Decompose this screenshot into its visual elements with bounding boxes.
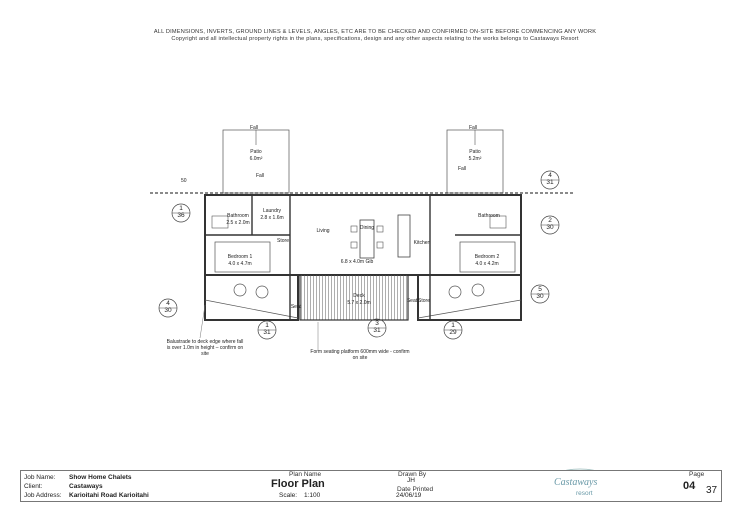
client-value: Castaways [69, 483, 103, 490]
job-address-label: Job Address: [24, 492, 62, 499]
living-label: Living [316, 228, 330, 234]
bedroom-right-lower-wall [417, 274, 522, 321]
job-name-label: Job Name: [24, 474, 56, 481]
logo-subtext: resort [576, 490, 593, 497]
page-total: 37 [706, 485, 718, 496]
balustrade-note: Balustrade to deck edge where fall is ov… [166, 339, 244, 357]
scale-label: Scale: [279, 492, 298, 499]
logo-text: Castaways [554, 477, 598, 488]
drawn-by-value: JH [407, 477, 415, 484]
fall-label-left: Fall [250, 125, 259, 131]
title-block: Job Name: Show Home Chalets Client: Cast… [20, 470, 722, 502]
dining-chair [376, 225, 384, 233]
dining-label: Dining [359, 225, 375, 231]
armchair [233, 283, 247, 297]
patio-left-name: Patio [250, 149, 262, 155]
date-value: 24/06/19 [396, 492, 422, 499]
plan-name-value: Floor Plan [271, 478, 325, 490]
store-right-label: Store [418, 298, 430, 304]
laundry-name: Laundry [262, 208, 282, 214]
patio-right-name: Patio [469, 149, 481, 155]
kitchen-label: Kitchen [413, 240, 431, 246]
date-label: Date Printed [397, 486, 434, 493]
bedroom-left-lower-wall [204, 274, 299, 321]
page-label: Page [689, 471, 705, 478]
job-name-value: Show Home Chalets [69, 474, 132, 481]
fall-diagonal-left: Fall [256, 173, 265, 179]
deck-dims: 5.7 x 2.0m [347, 300, 371, 306]
patio-left-area: 6.0m² [249, 156, 263, 162]
bedroom-right-name: Bedroom 2 [474, 254, 500, 260]
page-number: 04 [683, 480, 696, 492]
plan-name-label: Plan Name [289, 471, 322, 478]
armchair [471, 283, 485, 297]
bathroom-left-dims: 2.5 x 2.0m [226, 220, 250, 226]
great-room-dims: 6.8 x 4.0m Gib [340, 259, 374, 265]
dimension-50: 50 [181, 178, 187, 184]
bedroom-left-dims: 4.0 x 4.7m [228, 261, 252, 267]
dining-table [359, 219, 375, 259]
scale-value: 1:100 [304, 492, 321, 499]
dining-chair [350, 241, 358, 249]
dining-chair [376, 241, 384, 249]
bedroom-right-dims: 4.0 x 4.2m [475, 261, 499, 267]
bed-left [214, 241, 271, 273]
left-window-diagonal [204, 299, 299, 319]
bathroom-left-name: Bathroom [227, 213, 249, 219]
balustrade-leader [199, 304, 206, 339]
patio-right-area: 5.2m² [468, 156, 482, 162]
armchair [448, 285, 462, 299]
armchair [255, 285, 269, 299]
bed-right [459, 241, 516, 273]
laundry-dims: 2.8 x 1.6m [260, 215, 284, 221]
seating-note: Form seating platform 600mm wide - confi… [310, 349, 410, 361]
store-left-label: Store [277, 238, 289, 244]
vanity-left [211, 215, 229, 229]
dining-chair [350, 225, 358, 233]
client-label: Client: [24, 483, 43, 490]
seat-right-label: Seat [406, 298, 418, 304]
bedroom-left-name: Bedroom 1 [227, 254, 253, 260]
disclaimer-line-1: ALL DIMENSIONS, INVERTS, GROUND LINES & … [153, 29, 597, 35]
fall-label-right: Fall [469, 125, 478, 131]
seat-left-label: Seat [290, 304, 302, 310]
kitchen-island [397, 214, 411, 258]
deck-boards [299, 274, 409, 321]
deck-name: Deck [353, 293, 365, 299]
fall-diagonal-right: Fall [458, 166, 467, 172]
job-address-value: Karioitahi Road Karioitahi [69, 492, 149, 499]
disclaimer-line-2: Copyright and all intellectual property … [171, 36, 579, 42]
vanity-right [489, 215, 507, 229]
drawn-by-label: Drawn By [398, 471, 427, 478]
right-window-diagonal [417, 299, 522, 319]
bathroom-right-name: Bathroom [478, 213, 500, 219]
